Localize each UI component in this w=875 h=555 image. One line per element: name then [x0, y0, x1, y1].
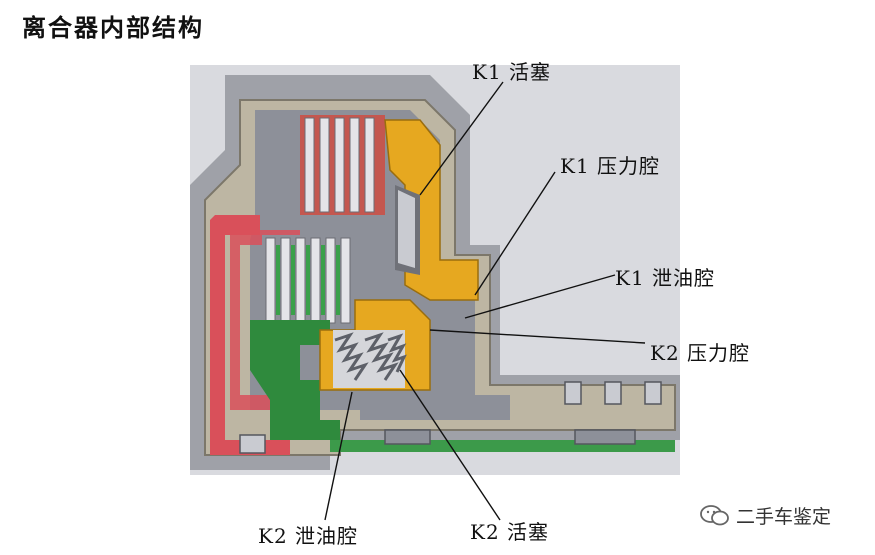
watermark-text: 二手车鉴定: [736, 506, 832, 528]
watermark: 二手车鉴定: [700, 502, 831, 529]
label-k2-drain-chamber: K2 泄油腔: [258, 524, 359, 548]
label-k1-pressure-chamber: K1 压力腔: [560, 154, 661, 178]
k1-plate-pack: [300, 115, 385, 215]
label-k1-drain-chamber: K1 泄油腔: [615, 266, 716, 290]
k2-plate-pack: [262, 235, 354, 330]
k1-piston-assembly: [384, 119, 479, 301]
leader-lines: [324, 81, 646, 521]
wechat-icon: [700, 504, 730, 528]
label-k2-pressure-chamber: K2 压力腔: [650, 341, 751, 365]
red-oil-passage: [210, 215, 300, 455]
page-title: 离合器内部结构: [22, 14, 204, 42]
return-spring: [334, 332, 407, 381]
k2-piston-assembly: [319, 299, 431, 391]
label-k2-piston: K2 活塞: [470, 520, 550, 544]
bottom-bearings: [239, 381, 662, 454]
label-k1-piston: K1 活塞: [472, 60, 552, 84]
